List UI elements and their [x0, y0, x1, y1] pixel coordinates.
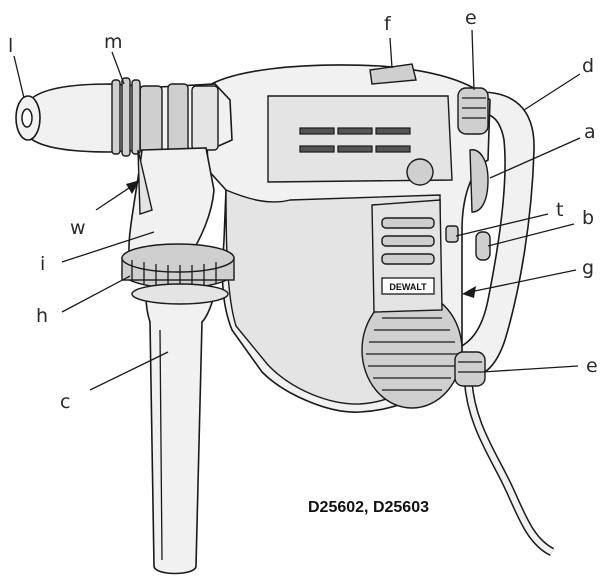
label-h: h	[36, 305, 48, 327]
label-w: w	[70, 217, 86, 239]
brand-plate-text: DEWALT	[389, 282, 427, 292]
lock-on-button	[475, 231, 491, 261]
label-i: i	[40, 253, 45, 275]
label-t: t	[556, 199, 563, 221]
clamp-ring-h	[121, 243, 235, 289]
side-handle-grip-c	[145, 295, 216, 575]
label-g: g	[582, 257, 594, 279]
clutch-rings	[139, 83, 219, 155]
vent-slots-front	[381, 217, 435, 265]
side-handle-socket	[137, 149, 153, 215]
switch-t	[445, 225, 459, 243]
power-cord-core	[465, 377, 554, 555]
side-handle-cap	[131, 283, 229, 305]
label-l: l	[8, 35, 13, 57]
label-a: a	[584, 121, 596, 143]
brand-plate	[381, 277, 435, 295]
bit-opening	[21, 108, 33, 128]
label-d: d	[582, 55, 594, 77]
trigger	[469, 149, 489, 213]
power-cord	[463, 377, 555, 557]
chuck-sleeve-m	[111, 77, 141, 157]
label-f: f	[384, 13, 392, 35]
label-e-bottom: e	[586, 355, 598, 377]
leader-lines	[13, 29, 581, 391]
cord-protector-top	[457, 87, 489, 135]
cord-protector-bottom	[454, 351, 486, 387]
side-panel	[267, 95, 453, 183]
model-number: D25602, D25603	[308, 499, 429, 516]
vent-slots-upper	[299, 127, 411, 153]
label-e-top: e	[465, 7, 477, 29]
label-c: c	[60, 391, 70, 413]
label-m: m	[104, 31, 123, 53]
mode-selector	[369, 63, 417, 85]
label-b: b	[582, 207, 594, 229]
selector-knob	[406, 158, 434, 186]
motor-vent-ribs	[366, 317, 458, 391]
